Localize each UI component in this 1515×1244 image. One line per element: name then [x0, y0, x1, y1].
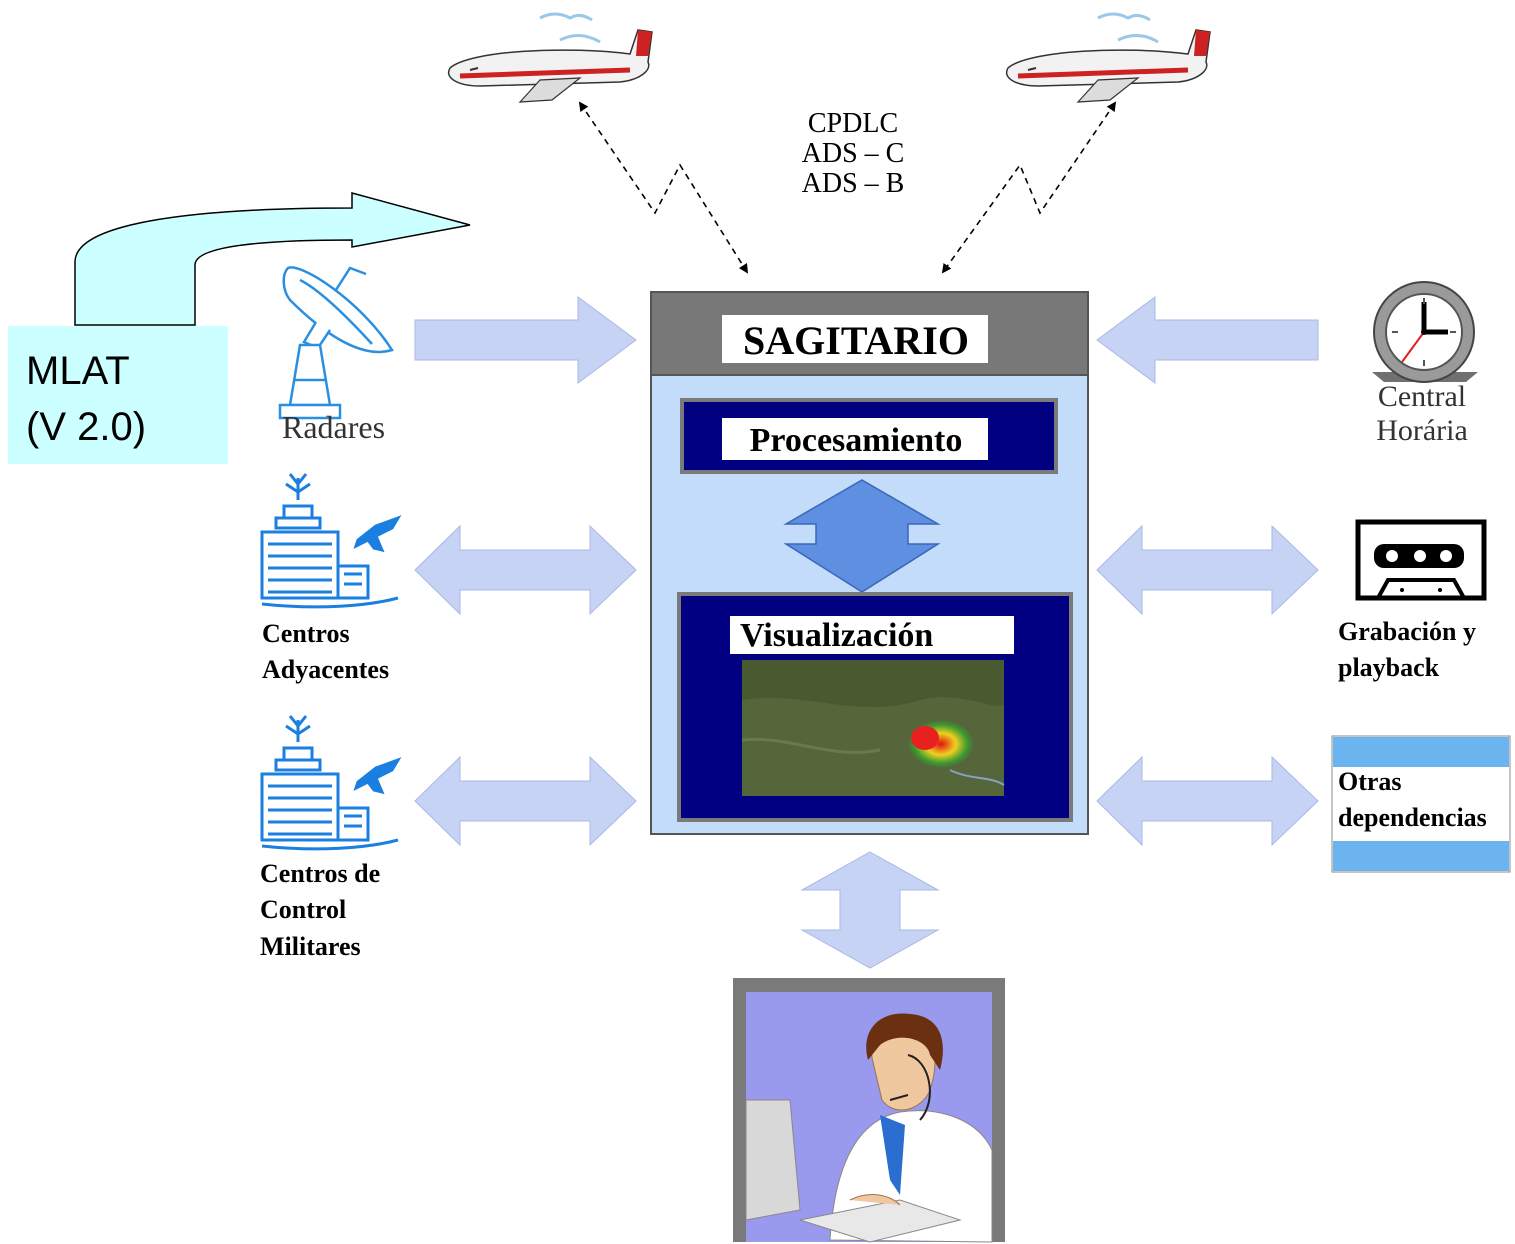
- recording-label-1: Grabación y: [1338, 617, 1476, 646]
- mlat-version-label: (V 2.0): [26, 405, 146, 449]
- link-label-cpdlc: CPDLC: [808, 108, 898, 139]
- adjacent-core-double-arrow: [414, 524, 637, 616]
- other-dependencies-label-2: dependencias: [1338, 803, 1487, 832]
- visualization-label: Visualización: [740, 617, 933, 654]
- link-label-adsc: ADS – C: [802, 138, 905, 169]
- control-tower-military-icon: [260, 715, 402, 851]
- other-dependencies-flag: [1331, 735, 1511, 873]
- adjacent-centers-label-2: Adyacentes: [262, 655, 389, 684]
- airplane-left-icon: [447, 12, 653, 103]
- mlat-curved-arrow: [74, 192, 471, 326]
- other-dependencies-label-1: Otras: [1338, 767, 1402, 796]
- other-core-double-arrow: [1096, 755, 1319, 847]
- datalink-right-arrow: [941, 101, 1117, 274]
- airplane-right-icon: [1005, 12, 1211, 103]
- military-centers-label-2: Control: [260, 895, 346, 924]
- radar-to-core-arrow: [414, 296, 637, 384]
- adjacent-centers-label-1: Centros: [262, 619, 350, 648]
- weather-radar-map: [741, 660, 1005, 796]
- mlat-box: [8, 326, 228, 464]
- clock-label-1: Central: [1378, 380, 1466, 413]
- sagitario-title: SAGITARIO: [743, 318, 969, 363]
- controller-operator-illustration: [733, 978, 1005, 1243]
- military-centers-label-3: Militares: [260, 932, 361, 961]
- link-label-adsb: ADS – B: [802, 168, 905, 199]
- datalink-left-arrow: [578, 101, 749, 274]
- military-centers-label-1: Centros de: [260, 859, 380, 888]
- radar-label: Radares: [282, 409, 385, 445]
- clock-icon: [1372, 281, 1478, 383]
- radar-antenna-icon: [278, 266, 394, 420]
- control-tower-adjacent-icon: [260, 473, 402, 609]
- cassette-tape-icon: [1355, 519, 1487, 601]
- clock-label-2: Horária: [1376, 414, 1468, 447]
- clock-to-core-arrow: [1096, 296, 1319, 384]
- recording-core-double-arrow: [1096, 524, 1319, 616]
- mlat-label: MLAT: [26, 349, 130, 393]
- processing-label: Procesamiento: [750, 422, 963, 459]
- recording-label-2: playback: [1338, 653, 1440, 682]
- core-operator-double-arrow: [800, 851, 940, 969]
- military-core-double-arrow: [414, 755, 637, 847]
